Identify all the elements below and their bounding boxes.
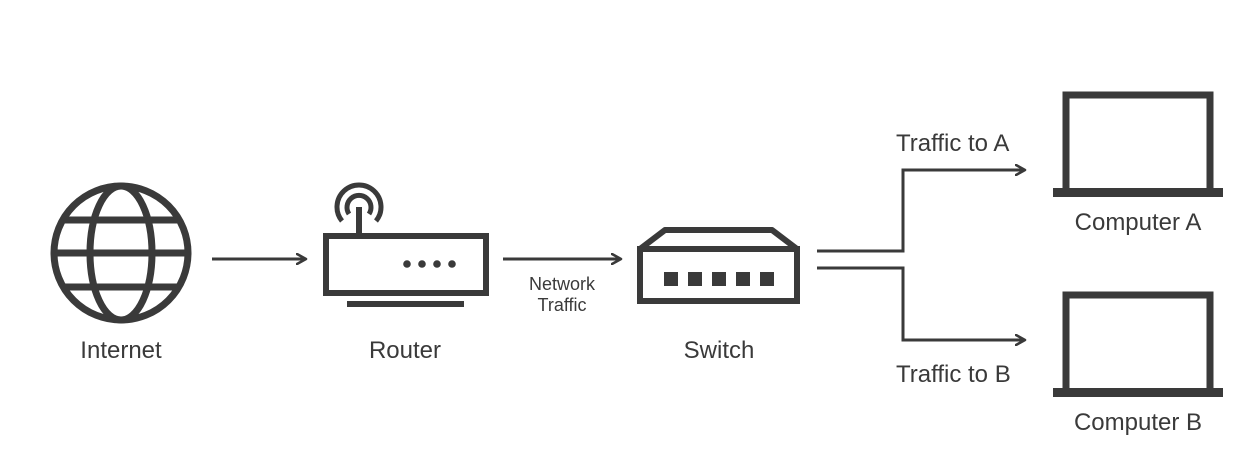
globe-icon [50, 182, 192, 324]
switch-label: Switch [683, 337, 755, 364]
network-traffic-label-line2: Traffic [537, 295, 587, 315]
traffic-to-a-label: Traffic to A [896, 130, 1010, 157]
arrow-switch-to-computer-a [817, 170, 1024, 253]
traffic-to-b-label: Traffic to B [896, 361, 1011, 388]
laptop-a-icon [1053, 91, 1223, 197]
laptop-b-icon [1053, 291, 1223, 397]
router-icon [323, 182, 489, 307]
network-traffic-label-line1: Network [528, 274, 596, 294]
arrow-switch-to-computer-b [817, 266, 1024, 340]
network-switch-icon [637, 227, 800, 304]
router-label: Router [368, 337, 442, 364]
computer-b-label: Computer B [1073, 409, 1203, 436]
internet-label: Internet [80, 337, 162, 364]
computer-a-label: Computer A [1074, 209, 1202, 236]
